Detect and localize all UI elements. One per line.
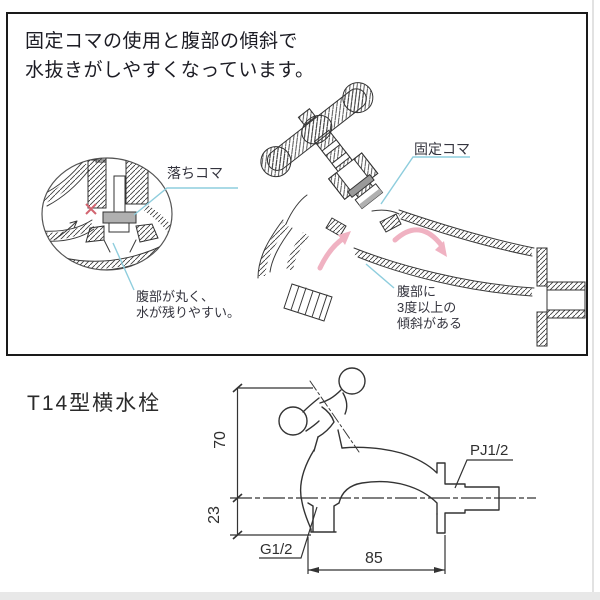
slope-note-line2: 3度以上の [397, 300, 457, 315]
g-thread-leader-line [259, 506, 318, 559]
water-remains-cross-icon [85, 203, 97, 215]
round-belly-note-line2: 水が残りやすい。 [136, 305, 241, 320]
round-belly-note-line1: 腹部が丸く、 [136, 289, 215, 304]
fixed-koma-leader-line [380, 156, 470, 205]
slope-note-leader-line [365, 263, 395, 289]
drop-koma-leader-line [133, 187, 238, 216]
slope-note-line3: 傾斜がある [397, 316, 463, 331]
faucet-cross-section-illustration [257, 82, 586, 347]
cross-handle [260, 82, 384, 210]
drop-koma-label: 落ちコマ [167, 165, 223, 181]
thread-inlet-label: G1/2 [260, 541, 293, 558]
pj-thread-leader-line [454, 459, 513, 489]
thread-outlet-label: PJ1/2 [470, 442, 509, 459]
dim-width: 85 [365, 550, 383, 567]
round-belly-leader-line [112, 242, 135, 291]
flow-arrows [317, 227, 447, 271]
dim-height-upper: 70 [212, 431, 229, 449]
page-bottom-bar [0, 592, 600, 600]
dim-height-lower: 23 [206, 506, 223, 524]
fixed-koma-label: 固定コマ [414, 141, 470, 157]
slope-note-line1: 腹部に [397, 284, 437, 299]
product-name: T14型横水栓 [27, 392, 162, 415]
page-right-edge-divider [592, 0, 594, 592]
info-title-line1: 固定コマの使用と腹部の傾斜で [25, 31, 299, 52]
info-box-frame [6, 12, 588, 356]
info-title-line2: 水抜きがしやすくなっています。 [25, 60, 315, 81]
dimension-drawing [230, 367, 536, 574]
